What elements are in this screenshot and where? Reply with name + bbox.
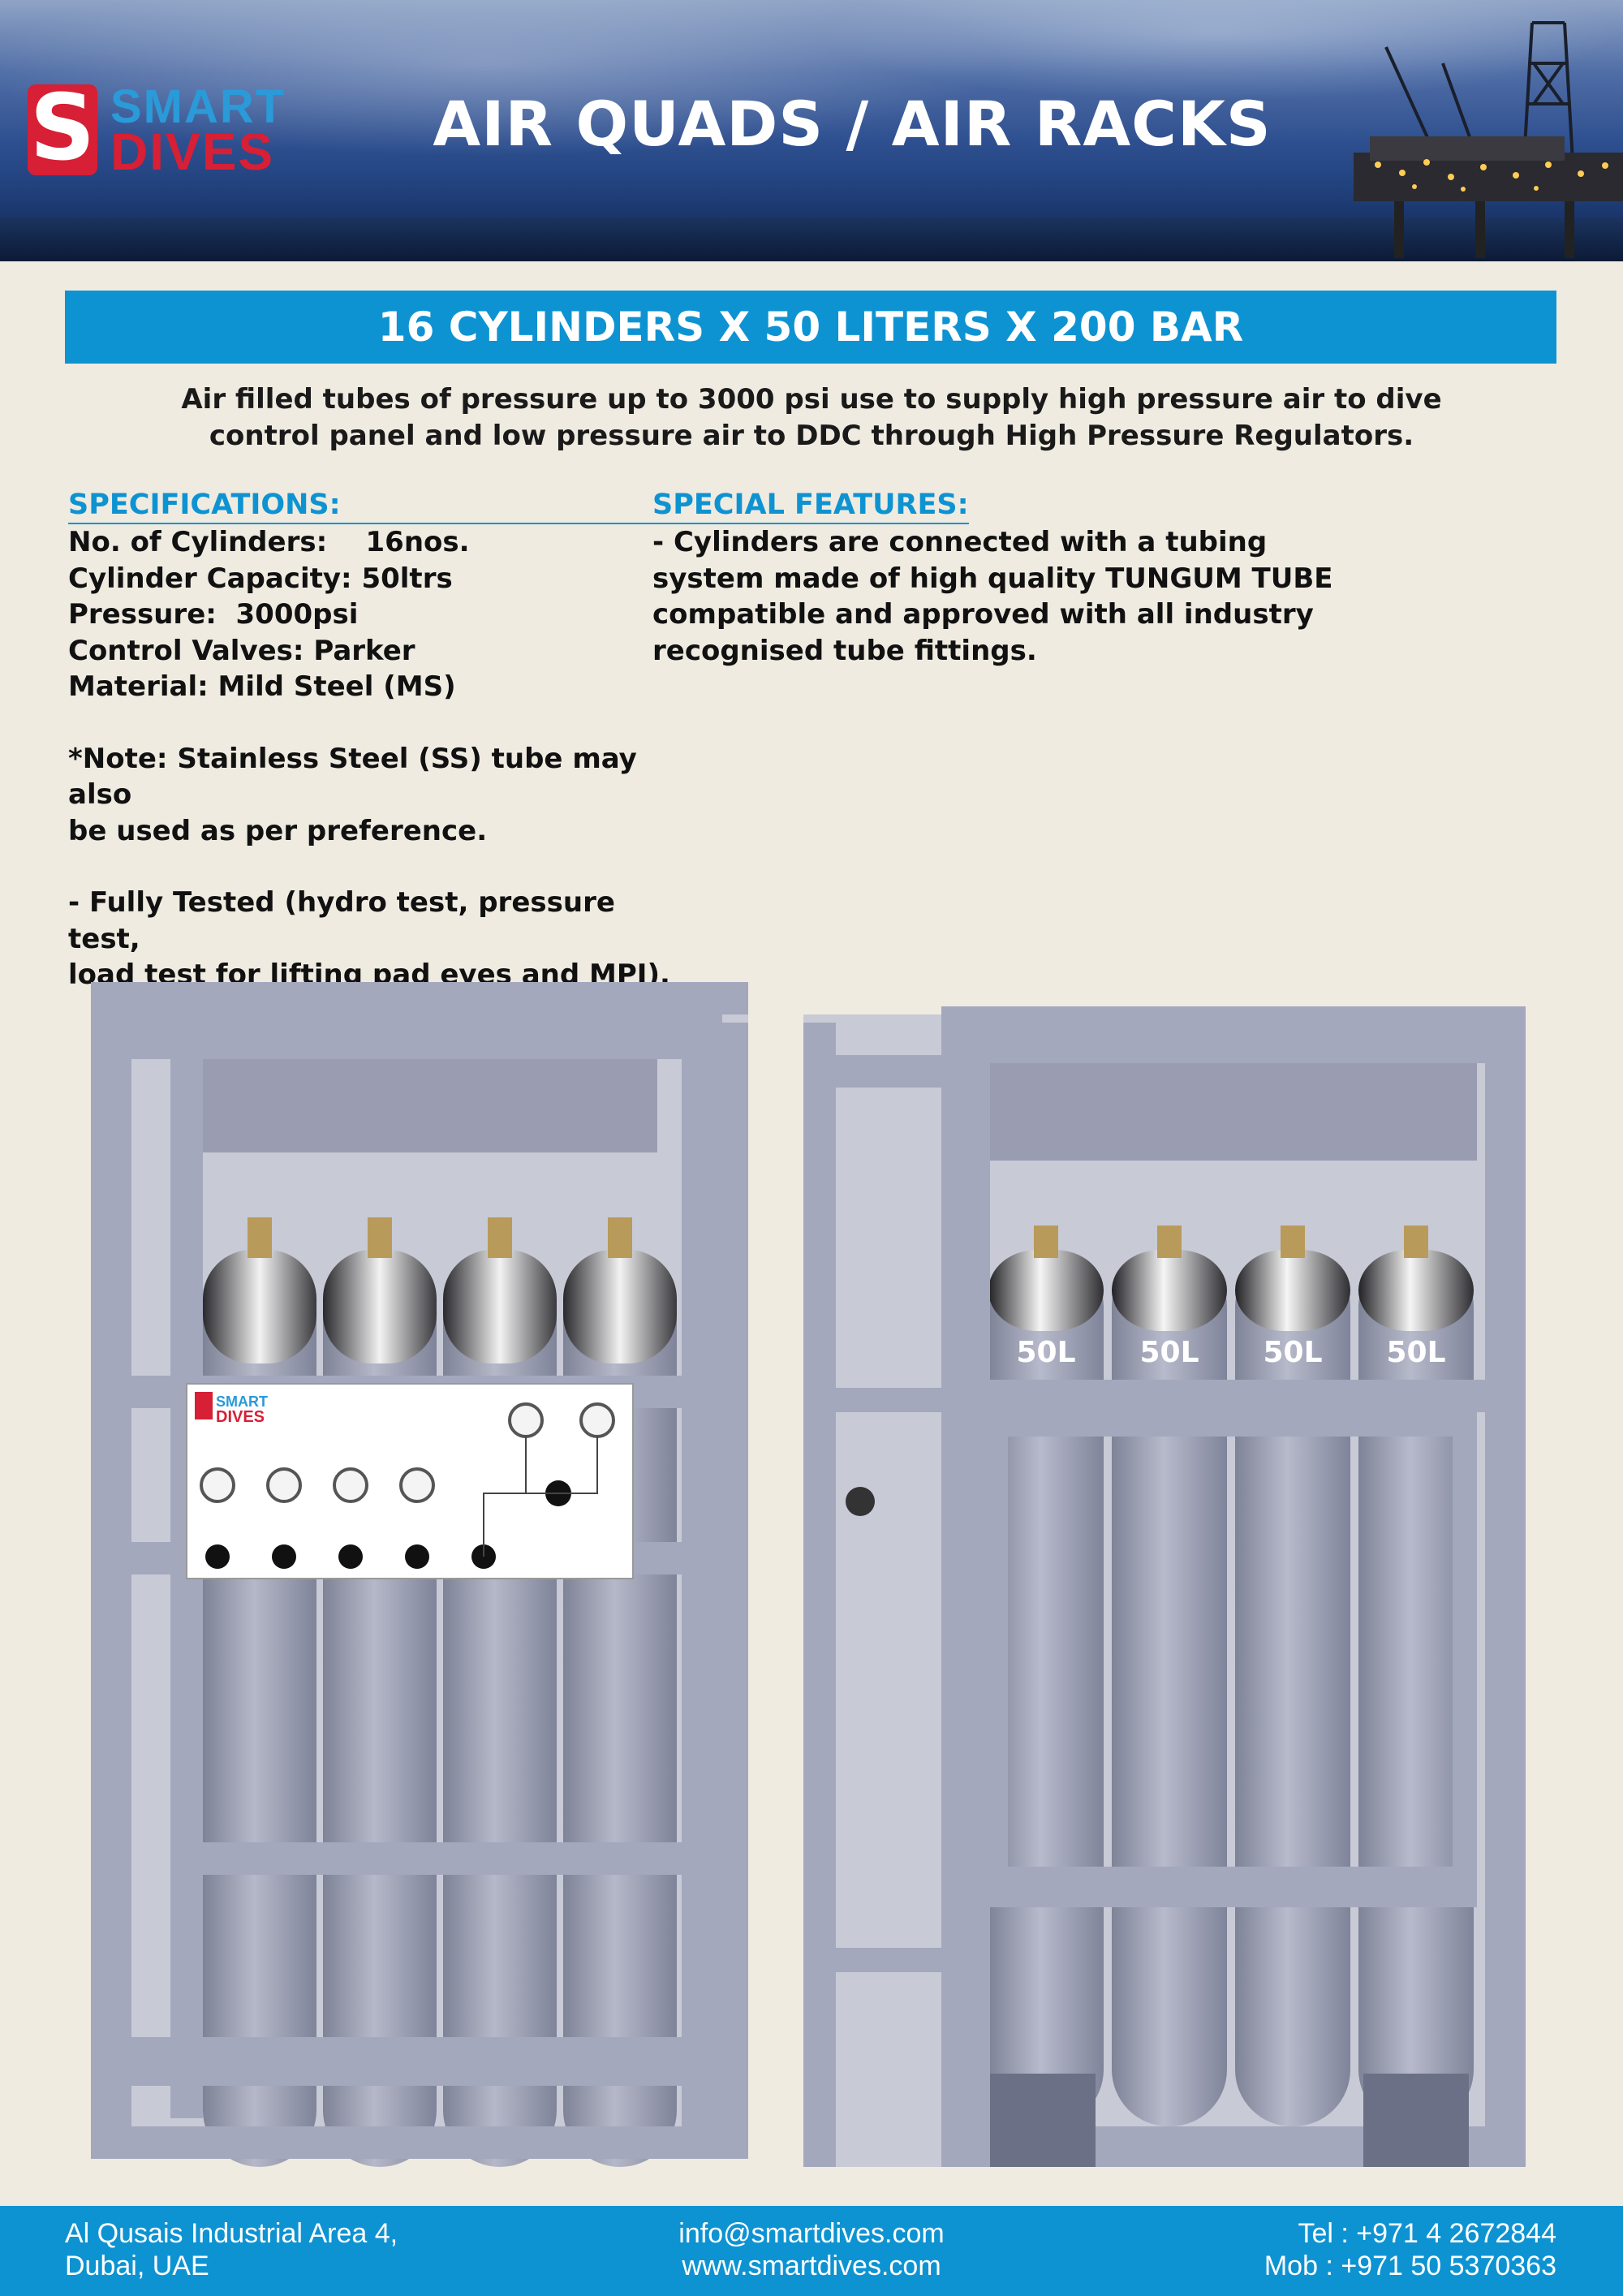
footer-contact-web: info@smartdives.com www.smartdives.com	[487, 2217, 1136, 2282]
panel-brand-smart: SMART	[216, 1394, 268, 1410]
footer-bar: Al Qusais Industrial Area 4, Dubai, UAE …	[0, 2206, 1623, 2296]
email-link[interactable]: info@smartdives.com	[678, 2218, 945, 2249]
logo-mark: S	[28, 80, 97, 177]
spec-item: Material: Mild Steel (MS)	[68, 670, 456, 703]
header-banner: S SMART DIVES AIR QUADS / AIR RACKS	[0, 0, 1623, 261]
address-line-1: Al Qusais Industrial Area 4,	[65, 2218, 398, 2249]
intro-line-2: control panel and low pressure air to DD…	[209, 420, 1414, 452]
cylinder-label: 50L	[1386, 1336, 1445, 1369]
specifications-heading: SPECIFICATIONS:	[68, 487, 652, 524]
footer-phones: Tel : +971 4 2672844 Mob : +971 50 53703…	[1264, 2217, 1556, 2282]
air-rack-side-view-image: 50L 50L 50L 50L	[803, 1006, 1526, 2167]
logo-word-dives: DIVES	[110, 123, 275, 181]
smart-dives-logo: S SMART DIVES	[28, 80, 328, 179]
sea-strip	[0, 218, 1623, 261]
intro-line-1: Air filled tubes of pressure up to 3000 …	[181, 383, 1442, 416]
panel-brand-dives: DIVES	[216, 1408, 265, 1426]
page-title: AIR QUADS / AIR RACKS	[433, 88, 1272, 160]
offshore-rig-image	[1354, 21, 1623, 258]
feature-line-2: system made of high quality TUNGUM TUBE	[652, 562, 1333, 595]
intro-text: Air filled tubes of pressure up to 3000 …	[130, 381, 1493, 454]
spec-item: Cylinder Capacity: 50ltrs	[68, 562, 453, 595]
mobile-number: Mob : +971 50 5370363	[1264, 2251, 1556, 2281]
feature-line-1: - Cylinders are connected with a tubing	[652, 526, 1268, 558]
spec-item: Control Valves: Parker	[68, 634, 415, 667]
note-line-2: be used as per preference.	[68, 814, 488, 847]
capacity-banner: 16 CYLINDERS X 50 LITERS X 200 BAR	[65, 291, 1556, 364]
address-line-2: Dubai, UAE	[65, 2251, 209, 2281]
note-line-1: *Note: Stainless Steel (SS) tube may als…	[68, 742, 637, 812]
spec-item: Pressure: 3000psi	[68, 598, 359, 631]
footer-address: Al Qusais Industrial Area 4, Dubai, UAE	[65, 2217, 398, 2282]
logo-word-smart: SMART	[110, 80, 286, 133]
air-rack-front-view-image: SMART DIVES	[91, 982, 748, 2167]
spec-item: No. of Cylinders: 16nos.	[68, 526, 470, 558]
cylinder-label: 50L	[1016, 1336, 1075, 1369]
logo-mark-letter: S	[29, 75, 96, 181]
special-features-heading: SPECIAL FEATURES:	[652, 487, 969, 524]
tel-number: Tel : +971 4 2672844	[1298, 2218, 1556, 2249]
special-features-section: SPECIAL FEATURES: - Cylinders are connec…	[652, 487, 1383, 669]
cylinder-label: 50L	[1139, 1336, 1199, 1369]
cylinder-label: 50L	[1263, 1336, 1322, 1369]
specifications-section: SPECIFICATIONS: No. of Cylinders: 16nos.…	[68, 487, 685, 993]
feature-line-3: compatible and approved with all industr…	[652, 598, 1314, 631]
website-link[interactable]: www.smartdives.com	[682, 2251, 941, 2281]
feature-line-4: recognised tube fittings.	[652, 634, 1037, 667]
tested-line-1: - Fully Tested (hydro test, pressure tes…	[68, 886, 615, 955]
